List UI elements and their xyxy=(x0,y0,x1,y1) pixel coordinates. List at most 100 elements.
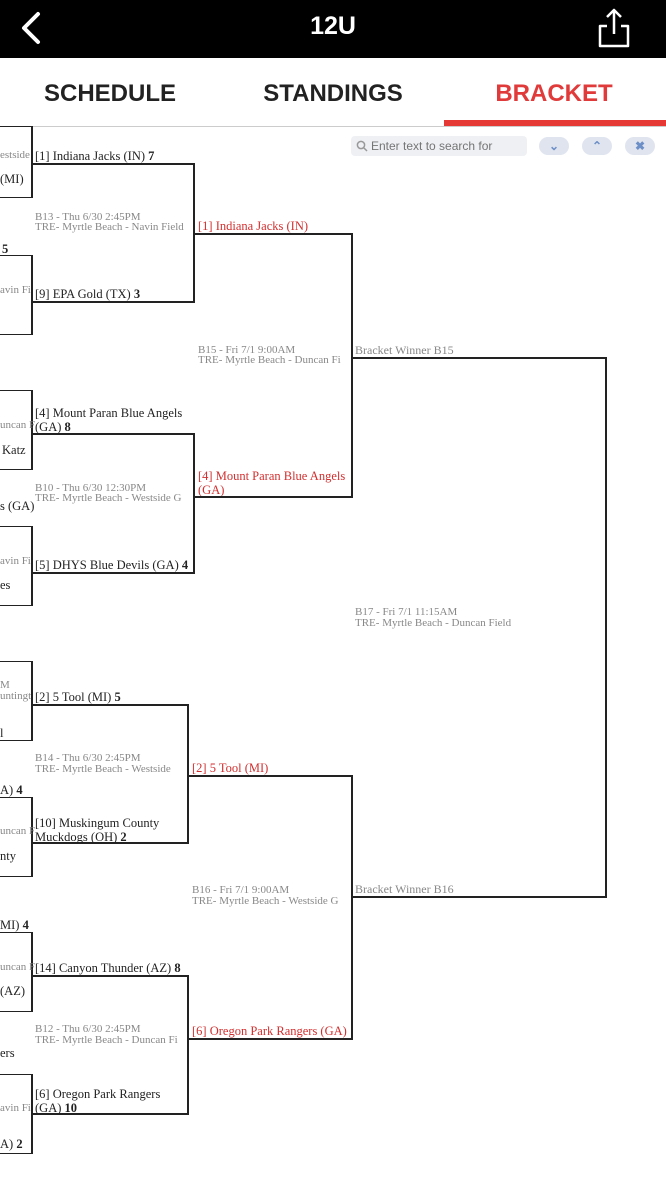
search-input[interactable] xyxy=(371,137,521,155)
app-header: 12U xyxy=(0,0,666,58)
bracket-line xyxy=(31,1074,33,1154)
bracket-line xyxy=(0,797,32,798)
match-info-clip: TRE- Myrtle Beach - Duncan Fi xyxy=(35,1035,189,1047)
team-slot[interactable]: [2] 5 Tool (MI) xyxy=(192,761,269,775)
bracket-line xyxy=(0,932,32,933)
team-slot[interactable]: [6] Oregon Park Rangers (GA) xyxy=(192,1024,347,1038)
fragment-text: (MI) xyxy=(0,172,24,186)
team-slot[interactable]: [14] Canyon Thunder (AZ) 8 xyxy=(35,961,181,975)
fragment-text: untingt xyxy=(0,690,32,702)
tab-bracket[interactable]: BRACKET xyxy=(495,80,613,107)
bracket-line xyxy=(0,469,32,470)
bracket-line xyxy=(0,390,32,391)
bracket-line xyxy=(31,390,33,470)
bracket-line xyxy=(187,975,189,1115)
bracket-line xyxy=(0,126,32,127)
search-clear-button[interactable]: ✖ xyxy=(625,137,655,155)
team-slot[interactable]: [5] DHYS Blue Devils (GA) 4 xyxy=(35,558,189,572)
bracket-line xyxy=(0,1011,32,1012)
bracket-line xyxy=(33,1113,189,1115)
search-next-button[interactable]: ⌄ xyxy=(539,137,569,155)
fragment-text: es xyxy=(0,578,11,592)
fragment-text: avin Fi xyxy=(0,284,31,296)
team-slot[interactable]: [4] Mount Paran Blue Angels(GA) 8 xyxy=(35,406,183,434)
close-icon: ✖ xyxy=(634,139,646,153)
bracket-line xyxy=(31,526,33,606)
bracket-line xyxy=(353,896,607,898)
bracket-line xyxy=(33,704,189,706)
match-info-clip: TRE- Myrtle Beach - Navin Field xyxy=(35,222,195,234)
bracket-line xyxy=(31,126,33,198)
team-slot[interactable]: Bracket Winner B15 xyxy=(355,343,454,357)
team-slot-clip: [6] Oregon Park Rangers (GA) xyxy=(192,1024,354,1040)
bracket-line xyxy=(189,775,353,777)
match-venue: TRE- Myrtle Beach - Westside xyxy=(35,764,171,775)
match-info: B17 - Fri 7/1 11:15AM xyxy=(355,606,458,618)
team-slot[interactable]: [1] Indiana Jacks (IN) 7 xyxy=(35,149,155,163)
bracket-line xyxy=(0,197,32,198)
bracket-line xyxy=(0,1074,32,1075)
match-venue: TRE- Myrtle Beach - Navin Field xyxy=(35,222,184,233)
chevron-down-icon: ⌄ xyxy=(548,139,560,153)
search-prev-button[interactable]: ⌃ xyxy=(582,137,612,155)
fragment-text: ers xyxy=(0,1046,15,1060)
bracket-line xyxy=(0,876,32,877)
bracket-line xyxy=(193,433,195,574)
team-slot[interactable]: [9] EPA Gold (TX) 3 xyxy=(35,287,141,301)
bracket-line xyxy=(0,255,32,256)
fragment-text: uncan F xyxy=(0,419,36,431)
tab-schedule[interactable]: SCHEDULE xyxy=(43,80,176,107)
bracket-line xyxy=(31,255,33,335)
match-info: B12 - Thu 6/30 2:45PM xyxy=(35,1023,141,1035)
chevron-up-icon: ⌃ xyxy=(591,139,603,153)
fragment-text: avin Fi xyxy=(0,555,31,567)
fragment-text: estside xyxy=(0,149,30,161)
team-slot[interactable]: [1] Indiana Jacks (IN) xyxy=(198,219,309,233)
team-slot[interactable]: [2] 5 Tool (MI) 5 xyxy=(35,690,121,704)
match-info-clip: TRE- Myrtle Beach - Westside G xyxy=(192,896,351,908)
tab-standings[interactable]: STANDINGS xyxy=(263,80,403,107)
fragment-text: s (GA) xyxy=(0,499,35,513)
bracket-line xyxy=(605,357,607,898)
bracket-line xyxy=(33,301,195,303)
match-venue: TRE- Myrtle Beach - Westside G xyxy=(192,896,339,907)
team-slot-clip: [4] Mount Paran Blue Angels(GA) xyxy=(198,469,351,499)
bracket-line xyxy=(193,163,195,303)
fragment-text: A) 2 xyxy=(0,1137,23,1151)
match-info: B16 - Fri 7/1 9:00AM xyxy=(192,884,290,896)
match-venue: TRE- Myrtle Beach - Duncan Field xyxy=(355,617,512,629)
team-slot[interactable]: Bracket Winner B16 xyxy=(355,882,454,896)
fragment-text: uncan F xyxy=(0,825,36,837)
share-icon[interactable] xyxy=(596,6,632,50)
active-tab-indicator xyxy=(444,120,666,126)
match-info: B15 - Fri 7/1 9:00AM xyxy=(198,344,296,356)
page-title: 12U xyxy=(310,12,356,40)
bracket-line xyxy=(31,797,33,877)
chevron-left-icon[interactable] xyxy=(14,8,50,48)
bracket-line xyxy=(195,233,353,235)
match-info: B14 - Thu 6/30 2:45PM xyxy=(35,752,141,764)
match-info-clip: TRE- Myrtle Beach - Westside G xyxy=(35,493,195,505)
bracket-line xyxy=(187,704,189,844)
bracket-line xyxy=(0,605,32,606)
bracket-line xyxy=(0,1153,32,1154)
fragment-text: uncan F xyxy=(0,961,36,973)
bracket-line xyxy=(33,163,195,165)
fragment-text: l xyxy=(0,726,4,740)
fragment-text: 5 xyxy=(2,242,9,256)
match-venue: TRE- Myrtle Beach - Duncan Fi xyxy=(35,1035,178,1046)
bracket-line xyxy=(33,975,189,977)
bracket-line xyxy=(189,1038,353,1040)
search-icon xyxy=(356,140,368,152)
search-box[interactable] xyxy=(351,136,527,156)
team-slot[interactable]: [6] Oregon Park Rangers(GA) 10 xyxy=(35,1087,161,1115)
match-venue: TRE- Myrtle Beach - Duncan Fi xyxy=(198,355,341,366)
tab-bar: SCHEDULE STANDINGS BRACKET xyxy=(0,58,666,127)
bracket-line xyxy=(31,661,33,741)
bracket-line xyxy=(0,526,32,527)
bracket-line xyxy=(33,842,189,844)
bracket-line xyxy=(351,233,353,498)
bracket-line xyxy=(195,496,353,498)
team-slot[interactable]: [4] Mount Paran Blue Angels(GA) xyxy=(198,469,346,497)
